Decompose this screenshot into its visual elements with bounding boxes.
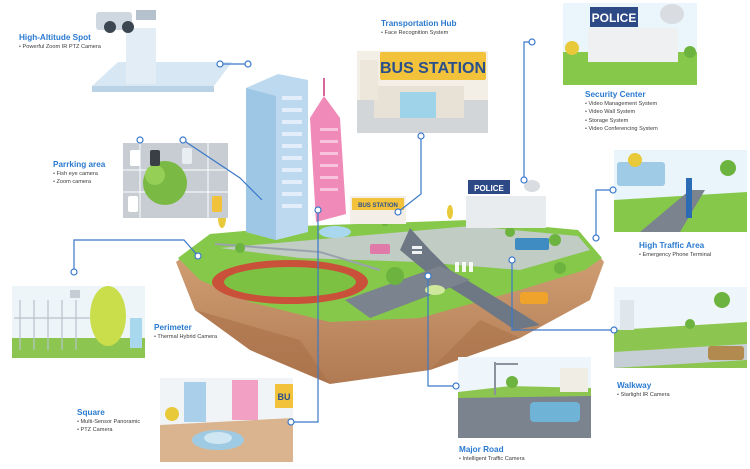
label-title: Major Road <box>459 445 504 454</box>
label-perimeter: Perimeter Thermal Hybrid Camera <box>154 322 217 341</box>
label-title: Perimeter <box>154 323 192 332</box>
label-security-center: Security Center Video Management System … <box>585 89 658 134</box>
label-high-traffic-area: High Traffic Area Emergency Phone Termin… <box>639 240 711 259</box>
connector-nodes <box>70 38 618 426</box>
label-parking-area: Parrking area Fish eye camera Zoom camer… <box>53 159 105 187</box>
label-item: Fish eye camera <box>53 170 105 178</box>
police-small-sign: POLICE <box>474 184 504 193</box>
label-major-road: Major Road Intelligent Traffic Camera <box>459 444 525 463</box>
major-road-panel <box>458 357 591 438</box>
bus-station-small-sign: BUS STATION <box>358 203 398 209</box>
label-square: Square Multi-Sensor Panoramic PTZ Camera <box>77 407 140 435</box>
label-item: Powerful Zoom IR PTZ Camera <box>19 43 101 51</box>
square-bus-sign: BU <box>278 392 291 402</box>
label-title: Square <box>77 408 105 417</box>
label-item: Video Management System <box>585 100 658 108</box>
label-title: Transportation Hub <box>381 19 457 28</box>
label-item: Video Conferencing System <box>585 125 658 133</box>
label-item: PTZ Camera <box>77 426 140 434</box>
label-title: High-Altitude Spot <box>19 33 91 42</box>
parking-panel <box>123 143 228 218</box>
label-item: Storage System <box>585 117 658 125</box>
high-traffic-panel <box>614 150 747 232</box>
label-walkway: Walkway Starlight IR Camera <box>617 380 670 399</box>
label-item: Emergency Phone Terminal <box>639 251 712 259</box>
skyscrapers <box>246 74 346 240</box>
bus-station-big-sign: BUS STATION <box>380 60 486 77</box>
label-title: High Traffic Area <box>639 241 705 250</box>
square-panel: BU <box>160 378 293 462</box>
label-title: Security Center <box>585 90 646 99</box>
floating-island <box>176 205 604 384</box>
bus-station-panel: BUS STATION <box>357 51 488 133</box>
label-transportation-hub: Transportation Hub Face Recognition Syst… <box>381 18 457 37</box>
label-title: Walkway <box>617 381 652 390</box>
label-item: Multi-Sensor Panoramic <box>77 418 141 426</box>
label-title: Parrking area <box>53 160 106 169</box>
high-altitude-panel <box>92 10 232 92</box>
label-item: Thermal Hybrid Camera <box>154 333 217 341</box>
walkway-panel <box>614 287 747 368</box>
island-police-station: POLICE <box>466 180 546 228</box>
police-panel: POLICE <box>563 3 697 85</box>
perimeter-panel <box>12 286 145 358</box>
label-item: Starlight IR Camera <box>617 391 670 399</box>
label-item: Intelligent Traffic Camera <box>459 455 525 463</box>
label-item: Zoom camera <box>53 178 105 186</box>
police-big-sign: POLICE <box>592 11 637 25</box>
label-item: Face Recognition System <box>381 29 457 37</box>
label-high-altitude-spot: High-Altitude Spot Powerful Zoom IR PTZ … <box>19 32 101 51</box>
label-item: Video Wall System <box>585 108 658 116</box>
